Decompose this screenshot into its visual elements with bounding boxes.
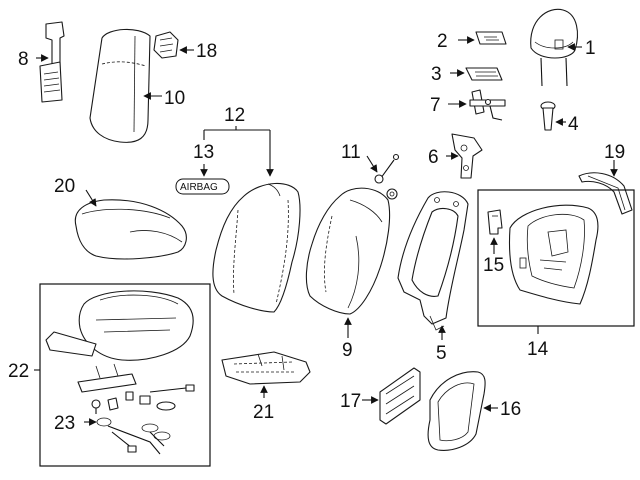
callout-9: 9 — [342, 340, 353, 361]
trim-panel-part — [379, 367, 421, 425]
leader-12-bracket — [204, 126, 270, 131]
callout-8: 8 — [18, 49, 29, 70]
callout-15: 15 — [483, 255, 504, 276]
seatback-pad-part — [305, 187, 391, 315]
cushion-wiring-part — [77, 363, 195, 455]
callout-16: 16 — [500, 399, 521, 420]
release-mechanism-part — [469, 89, 506, 121]
headrest-part — [530, 8, 578, 87]
leader-20 — [85, 189, 97, 207]
callout-12: 12 — [224, 105, 245, 126]
callout-23: 23 — [54, 413, 75, 434]
seatback-frame-part — [397, 191, 469, 331]
callout-13: 13 — [193, 142, 214, 163]
callout-4: 4 — [568, 114, 579, 135]
airbag-label-part — [175, 178, 230, 195]
callout-5: 5 — [436, 343, 447, 364]
wire-clip-part — [374, 153, 400, 200]
callout-2: 2 — [437, 31, 448, 52]
guide-plate-part — [475, 31, 507, 45]
cushion-cover-part — [74, 199, 187, 260]
heater-mat-part — [221, 351, 311, 385]
backrest-pad-part — [89, 28, 151, 143]
back-panel-part — [508, 204, 599, 305]
callout-18: 18 — [196, 41, 217, 62]
airbag-label-text: AIRBAG — [180, 182, 218, 193]
lumbar-support-part — [39, 21, 65, 103]
group-box-14 — [477, 189, 635, 327]
callout-14: 14 — [527, 339, 549, 360]
clip-part — [153, 31, 179, 59]
callout-11: 11 — [341, 142, 361, 163]
cushion-pad-part — [78, 290, 194, 361]
guide-bracket-part — [465, 67, 503, 81]
callout-17: 17 — [340, 391, 361, 412]
group-box-22 — [39, 283, 211, 467]
callout-22: 22 — [8, 361, 29, 382]
trim-strip-part — [578, 172, 633, 215]
callout-1: 1 — [585, 38, 596, 59]
pin-part — [540, 101, 556, 131]
callout-6: 6 — [428, 147, 439, 168]
callout-7: 7 — [430, 95, 441, 116]
seatback-cover-part — [212, 182, 301, 313]
clip-bracket-part — [487, 209, 503, 235]
callout-20: 20 — [54, 176, 75, 197]
back-trim-part — [427, 371, 486, 451]
callout-19: 19 — [604, 142, 625, 163]
callout-3: 3 — [431, 64, 442, 85]
leader-11 — [366, 155, 378, 173]
callout-10: 10 — [164, 88, 185, 109]
front-trim-part — [45, 331, 97, 357]
callout-21: 21 — [253, 402, 274, 423]
